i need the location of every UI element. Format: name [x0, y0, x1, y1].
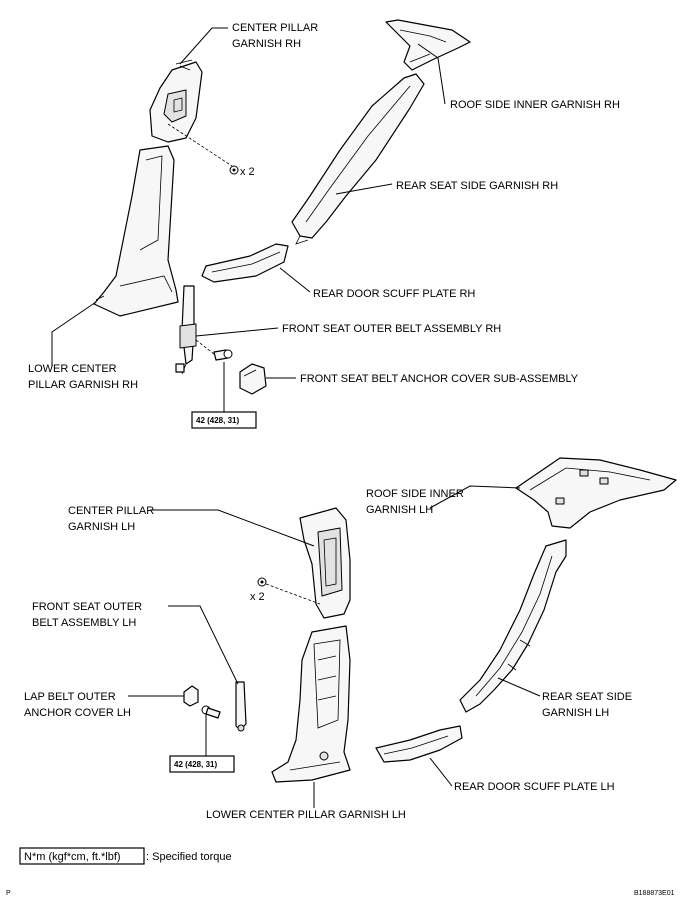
torque-legend: N*m (kgf*cm, ft.*lbf) : Specified torque	[19, 847, 232, 865]
label-lower-center-pillar-garnish-rh-2: PILLAR GARNISH RH	[28, 379, 138, 391]
label-anchor-cover: FRONT SEAT BELT ANCHOR COVER SUB-ASSEMBL…	[300, 373, 579, 385]
center-pillar-garnish-rh-part	[149, 59, 203, 143]
torque-box-top: 42 (428, 31)	[191, 411, 257, 429]
label-roof-side-inner-garnish-rh: ROOF SIDE INNER GARNISH RH	[450, 99, 620, 111]
label-lap-belt-cover-lh-2: ANCHOR COVER LH	[24, 707, 131, 719]
torque-value-top: 42 (428, 31)	[196, 416, 239, 425]
label-center-pillar-garnish-rh-1: CENTER PILLAR	[232, 22, 318, 34]
front-seat-outer-belt-rh-part	[175, 285, 197, 375]
legend-unit-box: N*m (kgf*cm, ft.*lbf)	[24, 851, 121, 863]
rear-seat-side-garnish-lh-part	[459, 539, 567, 713]
label-rear-seat-side-garnish-rh: REAR SEAT SIDE GARNISH RH	[396, 180, 558, 192]
label-clip-count-bottom: x 2	[250, 591, 265, 603]
anchor-cover-rh-part	[239, 363, 267, 395]
legend-unit-text: : Specified torque	[146, 851, 232, 863]
center-pillar-garnish-lh-part	[299, 507, 351, 619]
label-front-seat-outer-belt-lh-2: BELT ASSEMBLY LH	[32, 617, 136, 629]
label-center-pillar-garnish-rh-2: GARNISH RH	[232, 38, 301, 50]
rear-door-scuff-plate-lh-part	[375, 725, 463, 763]
label-front-seat-outer-belt-lh-1: FRONT SEAT OUTER	[32, 601, 142, 613]
front-seat-outer-belt-lh-part	[235, 681, 247, 732]
label-center-pillar-garnish-lh-1: CENTER PILLAR	[68, 505, 154, 517]
page-letter: P	[6, 890, 11, 897]
clip-icon	[257, 577, 267, 587]
label-front-seat-outer-belt-rh: FRONT SEAT OUTER BELT ASSEMBLY RH	[282, 323, 501, 335]
rear-door-scuff-plate-rh-part	[201, 243, 289, 283]
torque-box-bottom: 42 (428, 31)	[169, 755, 235, 773]
label-rear-seat-side-garnish-lh-2: GARNISH LH	[542, 707, 609, 719]
bolt-icon	[201, 705, 221, 719]
label-rear-door-scuff-plate-lh: REAR DOOR SCUFF PLATE LH	[454, 781, 615, 793]
figure-id: B188873E01	[634, 890, 675, 897]
label-center-pillar-garnish-lh-2: GARNISH LH	[68, 521, 135, 533]
lower-center-pillar-garnish-rh-part	[93, 145, 179, 317]
torque-value-bottom: 42 (428, 31)	[174, 760, 217, 769]
label-rear-door-scuff-plate-rh: REAR DOOR SCUFF PLATE RH	[313, 288, 475, 300]
bolt-icon	[213, 349, 233, 361]
rear-seat-side-garnish-rh-part	[291, 73, 425, 245]
label-lower-center-pillar-garnish-rh-1: LOWER CENTER	[28, 363, 117, 375]
clip-icon	[229, 165, 239, 175]
label-lower-center-pillar-garnish-lh: LOWER CENTER PILLAR GARNISH LH	[206, 809, 406, 821]
label-roof-side-inner-garnish-lh-2: GARNISH LH	[366, 504, 433, 516]
label-lap-belt-cover-lh-1: LAP BELT OUTER	[24, 691, 116, 703]
lower-center-pillar-garnish-lh-part	[271, 625, 351, 783]
label-rear-seat-side-garnish-lh-1: REAR SEAT SIDE	[542, 691, 632, 703]
label-roof-side-inner-garnish-lh-1: ROOF SIDE INNER	[366, 488, 464, 500]
roof-side-inner-garnish-lh-part	[515, 457, 677, 529]
label-clip-count-top: x 2	[240, 166, 255, 178]
lap-belt-anchor-cover-lh-part	[183, 685, 199, 707]
roof-side-inner-garnish-rh-part	[385, 19, 471, 71]
